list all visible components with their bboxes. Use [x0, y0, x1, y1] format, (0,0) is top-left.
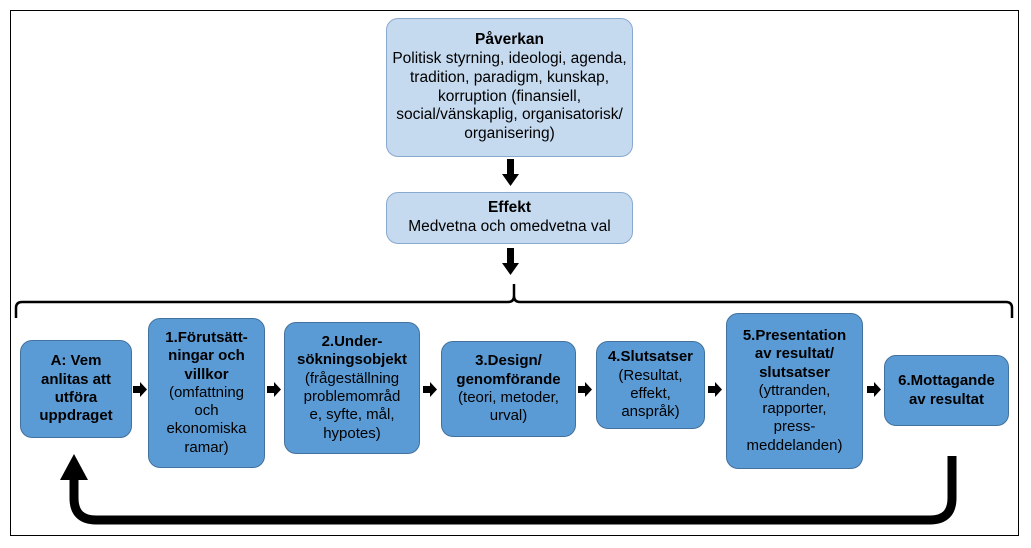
step-body-line: ekonomiska — [166, 420, 247, 438]
arrow-2-to-3 — [423, 382, 437, 397]
step-a-box: A: Vem anlitas att utföra uppdraget — [20, 340, 132, 438]
influence-line: Politisk styrning, ideologi, agenda, — [392, 49, 627, 67]
step-body-line: anspråk) — [621, 403, 680, 421]
step-body-line: och — [194, 402, 219, 420]
influence-line: social/vänskaplig, organisatorisk/ — [396, 106, 623, 124]
step-title-line: genomförande — [456, 370, 561, 388]
step-title-line: 3.Design/ — [475, 352, 542, 370]
step-3-box: 3.Design/ genomförande (teori, metoder, … — [441, 341, 576, 437]
diagram-frame — [10, 10, 1019, 536]
step-body-line: (Resultat, — [618, 366, 683, 384]
step-5-box: 5.Presentation av resultat/ slutsatser (… — [726, 313, 863, 469]
effect-title: Effekt — [487, 199, 532, 217]
influence-line: tradition, paradigm, kunskap, — [409, 68, 610, 86]
step-title-line: slutsatser — [759, 363, 830, 381]
step-body-line: hypotes) — [323, 424, 381, 442]
step-title-line: sökningsobjekt — [296, 351, 408, 369]
step-body-line: (frågeställning — [304, 369, 400, 387]
arrow-influence-to-effect — [502, 159, 519, 186]
influence-line: organisering) — [464, 125, 555, 143]
feedback-arrow — [60, 454, 957, 525]
step-title-line: ningar och — [168, 347, 245, 365]
step-body-line: urval) — [489, 407, 528, 425]
step-body-line: effekt, — [630, 385, 671, 402]
step-2-box: 2.Under- sökningsobjekt (frågeställning … — [284, 322, 420, 454]
step-title-line: anlitas att — [40, 370, 112, 388]
step-title-line: 2.Under- — [321, 333, 383, 351]
step-title-line: av resultat/ — [754, 345, 835, 363]
step-title-line: 1.Förutsätt- — [165, 328, 248, 346]
step-body-line: (omfattning — [168, 383, 245, 401]
step-body-line: rapporter, — [762, 400, 827, 418]
step-arrows — [133, 382, 881, 397]
step-body-line: (teori, metoder, — [458, 389, 559, 406]
arrow-1-to-2 — [267, 382, 281, 397]
step-body-line: e, syfte, mål, — [309, 406, 395, 424]
grouping-bracket — [14, 284, 1014, 318]
step-title-line: utföra — [54, 389, 98, 406]
step-body-line: problemområd — [303, 388, 401, 405]
step-title-line: A: Vem — [50, 352, 102, 370]
step-4-box: 4.Slutsatser (Resultat, effekt, anspråk) — [596, 341, 705, 429]
step-6-box: 6.Mottagande av resultat — [884, 355, 1009, 426]
step-title-line: 6.Mottagande — [898, 372, 995, 390]
step-1-box: 1.Förutsätt- ningar och villkor (omfattn… — [148, 318, 265, 468]
arrow-4-to-5 — [708, 382, 722, 397]
influence-box: Påverkan Politisk styrning, ideologi, ag… — [386, 18, 633, 157]
step-body-line: (yttranden, — [758, 381, 831, 399]
step-body-line: meddelanden) — [746, 436, 843, 454]
influence-title: Påverkan — [475, 30, 544, 48]
step-title-line: villkor — [184, 365, 229, 383]
arrow-a-to-1 — [133, 382, 147, 397]
arrow-3-to-4 — [578, 382, 592, 397]
step-title-line: av resultat — [908, 390, 985, 408]
step-title-line: 5.Presentation — [742, 326, 847, 344]
arrow-effect-to-bracket — [502, 248, 519, 275]
step-body-line: press- — [773, 418, 816, 436]
effect-box: Effekt Medvetna och omedvetna val — [386, 192, 633, 244]
step-title-line: 4.Slutsatser — [607, 348, 694, 366]
step-title-line: uppdraget — [39, 407, 113, 425]
influence-line: korruption (finansiell, — [437, 87, 581, 105]
step-body-line: ramar) — [184, 438, 229, 456]
effect-text: Medvetna och omedvetna val — [408, 218, 611, 235]
arrow-5-to-6 — [867, 382, 881, 397]
